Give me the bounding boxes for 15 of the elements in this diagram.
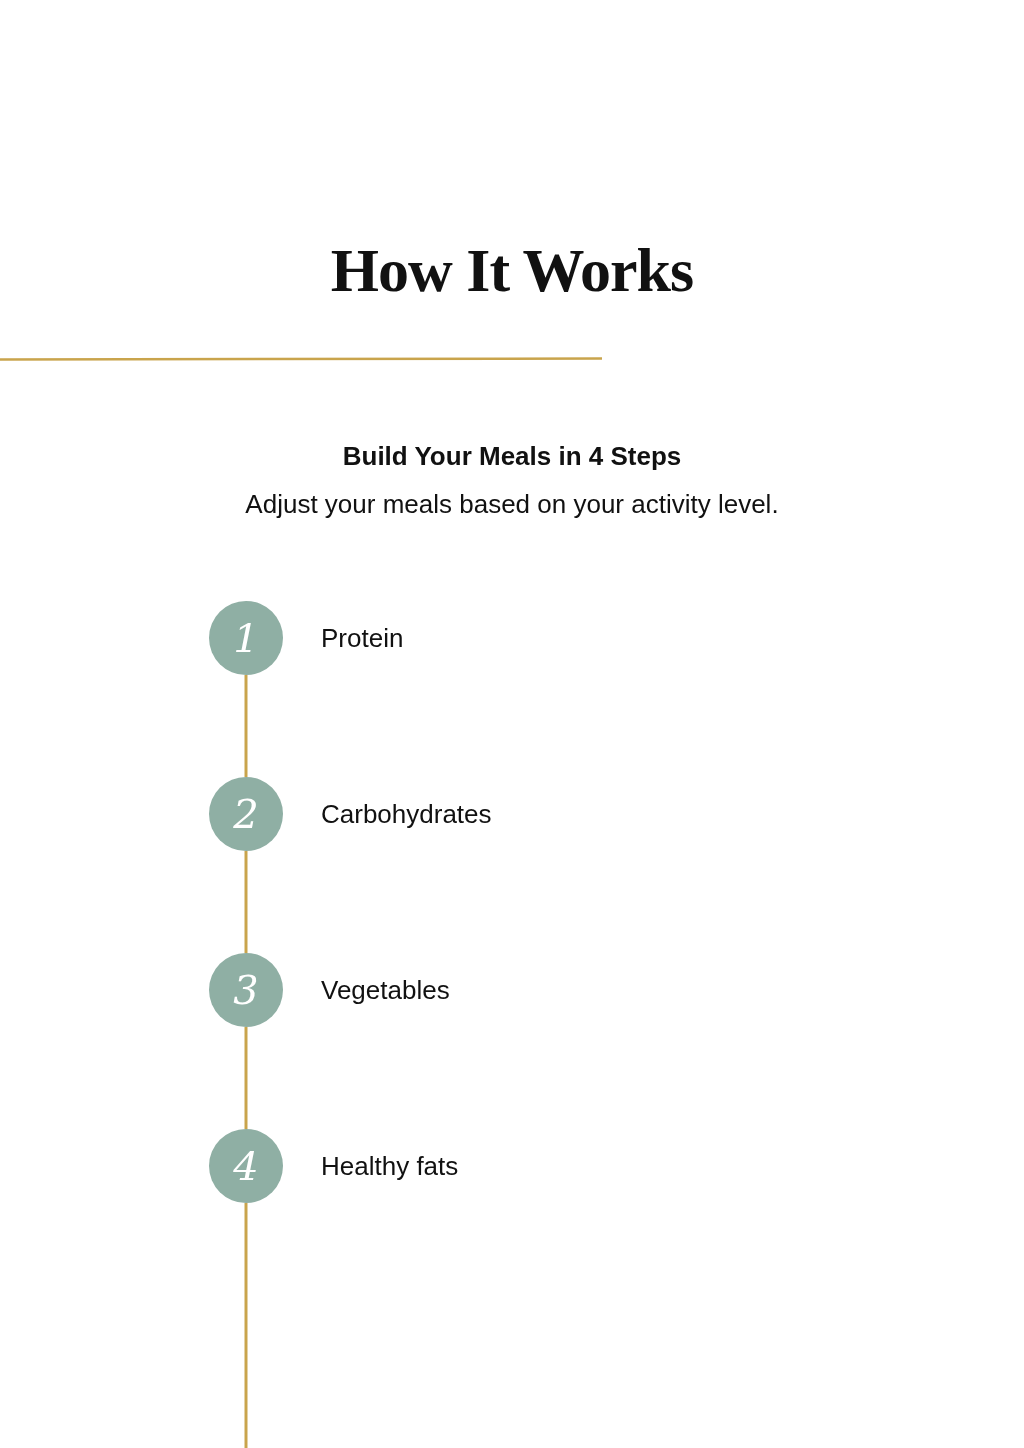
step-number: 3 bbox=[233, 968, 259, 1012]
connector-line bbox=[244, 675, 248, 777]
step-label: Carbohydrates bbox=[321, 799, 492, 829]
step-number: 2 bbox=[233, 792, 259, 836]
connector-line bbox=[244, 1027, 248, 1129]
step-label: Healthy fats bbox=[321, 1151, 459, 1181]
step-label: Protein bbox=[321, 623, 404, 653]
connector-line bbox=[244, 851, 248, 953]
subtitle: Build Your Meals in 4 Steps bbox=[342, 440, 682, 472]
page-title: How It Works bbox=[330, 235, 694, 306]
step-number: 1 bbox=[233, 616, 259, 660]
step-label: Vegetables bbox=[321, 975, 450, 1005]
description: Adjust your meals based on your activity level. bbox=[245, 488, 779, 520]
step-number: 4 bbox=[233, 1144, 259, 1188]
connector-line bbox=[244, 1203, 248, 1448]
